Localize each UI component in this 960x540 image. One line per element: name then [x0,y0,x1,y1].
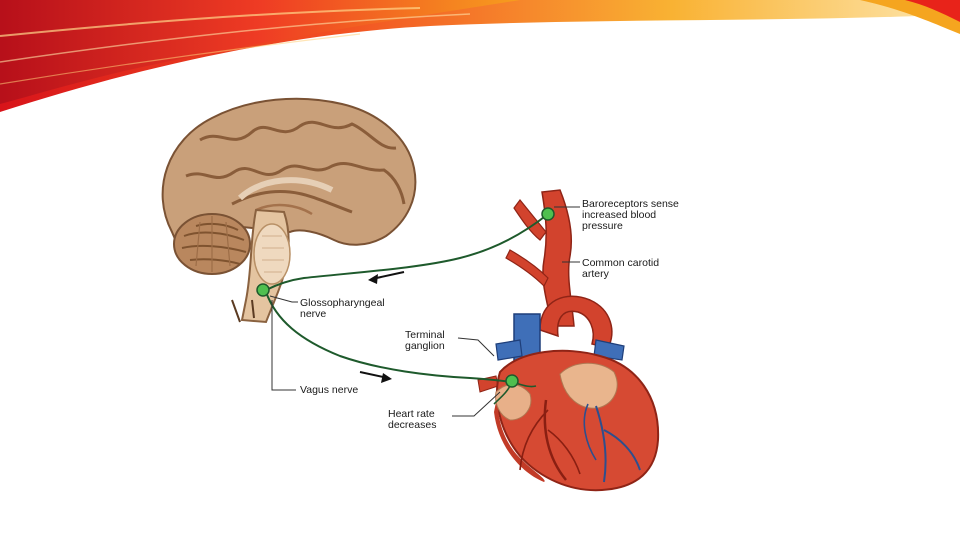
right-arrow-icon [360,372,392,383]
heart-illustration [478,190,658,490]
brainstem-node [257,284,269,296]
carotid-artery-label: Common carotid artery [582,258,659,280]
terminal-ganglion-label: Terminal ganglion [405,330,445,352]
terminal-ganglion-node [506,375,518,387]
glossopharyngeal-nerve-label: Glossopharyngeal nerve [300,298,385,320]
baroreceptor-node [542,208,554,220]
left-arrow-icon [368,272,404,284]
vagus-nerve-label: Vagus nerve [300,385,358,396]
brain-illustration [163,99,416,322]
baroreceptors-label: Baroreceptors sense increased blood pres… [582,199,679,232]
heart-rate-label: Heart rate decreases [388,409,436,431]
